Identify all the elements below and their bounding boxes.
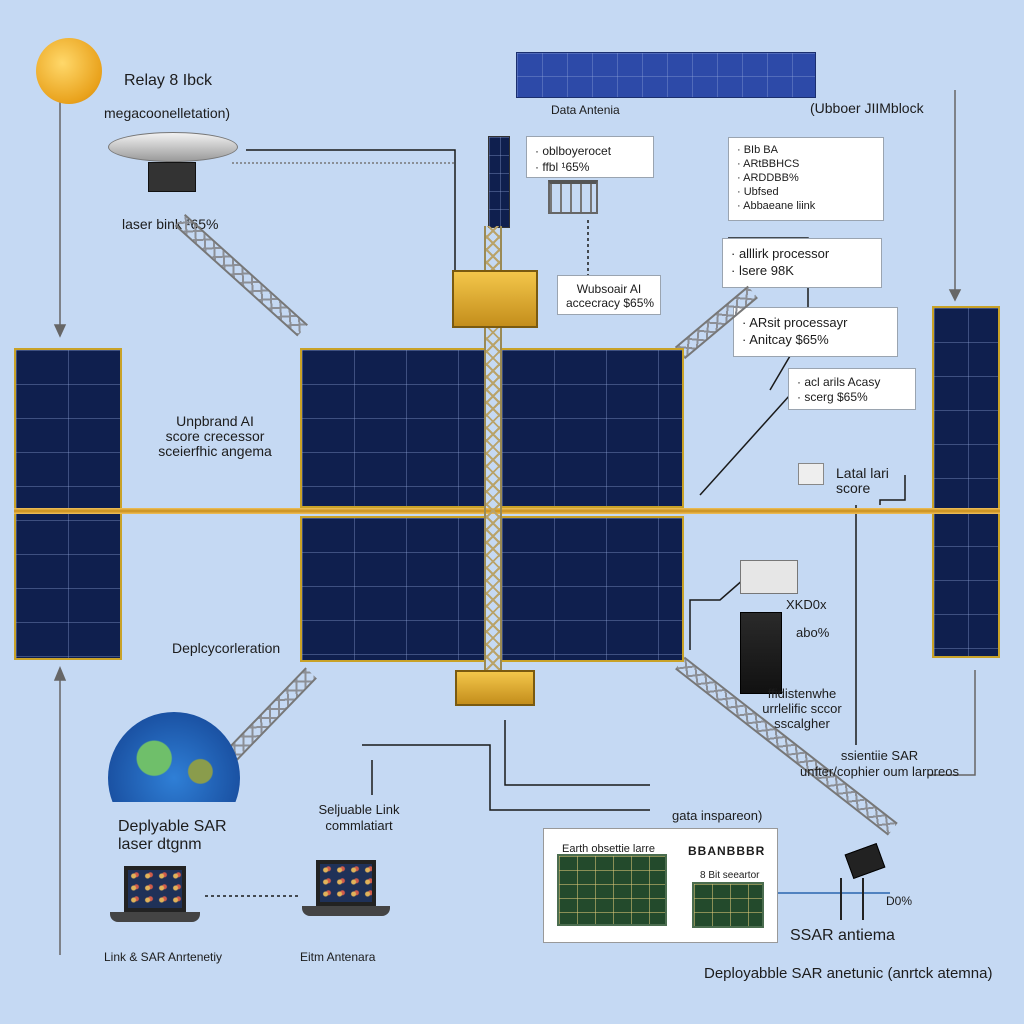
ffidistenwhe-label: ffidistenwhe urrlelific sccor sscalgher [762, 686, 842, 731]
left-solar-wing [14, 348, 122, 660]
eight-bit-label: 8 Bit seeartor [700, 870, 760, 881]
data-antenna-label: Data Antenia [551, 103, 620, 117]
sar-antenna-label: SSAR antiema [790, 927, 895, 944]
footer-caption: Deployabble SAR anetunic (anrtck atemna) [704, 965, 993, 982]
relay-unit-icon [148, 162, 196, 192]
callout-oblboyerocet: · oblboyerocet · ffbl ¹65% [526, 136, 654, 178]
dos-label: D0% [886, 894, 913, 908]
gata-insparon-label: gata inspareon) [672, 808, 763, 823]
unbrand-ai-label: Unpbrand AI score crecessor sceierfhic a… [158, 413, 272, 459]
sun-icon [36, 38, 102, 104]
server-rack-icon [740, 612, 782, 694]
ubboer-block-label: (Ubboer JIIMblock [810, 100, 924, 116]
circuit-board-right [692, 882, 764, 928]
xkdox-label: XKD0x [786, 597, 827, 612]
central-mast [484, 226, 502, 696]
relay-dish-icon [108, 132, 238, 162]
central-solar-array-upper-left [300, 348, 486, 508]
scientific-sar-label: ssientiie SAR unfter/cophier oum larpreo… [800, 748, 959, 779]
sensor-frame-icon [548, 180, 598, 214]
earth-obs-label: Earth obsettie larre [562, 843, 655, 855]
laptop-right-screen [316, 860, 376, 906]
callout-wubsoair-ai: Wubsoair AI accecracy $65% [557, 275, 661, 315]
seljuable-link-label: Seljuable Link commlatiart [318, 802, 400, 833]
relay-label: Relay 8 Ibck [124, 72, 213, 89]
receiver-box-icon [740, 560, 798, 594]
deployable-sar-label: Deplyable SAR laser dtgnm [118, 818, 227, 853]
callout-arsit-processayr: · ARsit processayr · Anitcay $65% [733, 307, 898, 357]
central-solar-array-upper-right [500, 348, 684, 508]
right-solar-wing [932, 306, 1000, 658]
central-solar-array-lower-right [500, 516, 684, 662]
callout-acl-arils: · acl arils Acasy · scerg $65% [788, 368, 916, 410]
latal-label: Latal lari score [836, 465, 889, 496]
top-hub-module [452, 270, 538, 328]
central-solar-array-lower-left [300, 516, 486, 662]
eitm-antenera-label: Eitm Antenara [300, 950, 376, 964]
bottom-hub-module [455, 670, 535, 706]
small-sensor-icon [798, 463, 824, 485]
data-antenna-panel [516, 52, 816, 98]
mast-solar-panel [488, 136, 510, 228]
laptop-left-base [110, 912, 200, 922]
laptop-right-base [302, 906, 390, 916]
main-boom [14, 508, 1000, 514]
tripod-icon [840, 878, 864, 920]
megaconstellation-label: megacoonelletation) [104, 105, 231, 121]
abo-label: abo% [796, 625, 830, 640]
laptop-left-screen [124, 866, 186, 912]
callout-alllirk-processor: · alllirk processor · lsere 98K [722, 238, 882, 288]
bbanbbr-label: BBANBBBR [688, 844, 766, 858]
link-sar-label: Link & SAR Anrtenetiy [104, 950, 223, 964]
earth-globe-icon [108, 712, 240, 802]
deploy-correlation-label: Deplcycorleration [172, 640, 281, 656]
laser-link-label: laser bink ¹65% [122, 216, 219, 232]
circuit-board-left [557, 854, 667, 926]
callout-status-list: · BIb BA · ARtBBHCS · ARDDBB% · Ubfsed ·… [728, 137, 884, 221]
